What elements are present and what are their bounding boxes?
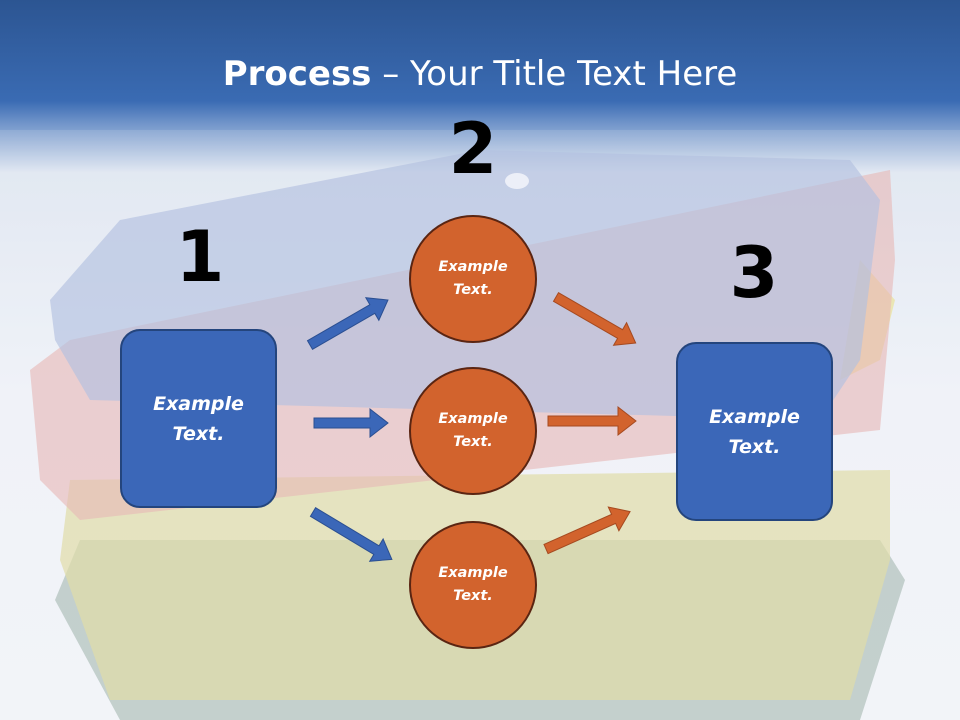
slide-title: Process – Your Title Text Here — [0, 52, 960, 96]
title-rest: – Your Title Text Here — [371, 54, 738, 94]
arrow-bottom-to-right — [543, 506, 631, 555]
circle-bottom: Example Text. — [409, 521, 537, 649]
arrow-mid-to-right — [547, 405, 637, 437]
arrow-left-to-top — [306, 297, 389, 351]
step-number-2: 2 — [448, 108, 498, 190]
circle-bottom-label: Example Text. — [438, 565, 508, 604]
right-box-label: Example Text. — [709, 405, 800, 458]
arrow-left-to-bottom — [309, 507, 393, 562]
arrow-left-to-mid — [313, 407, 389, 439]
circle-top-label: Example Text. — [438, 259, 508, 298]
step-number-3: 3 — [729, 232, 779, 314]
right-box: Example Text. — [676, 342, 833, 521]
title-bold: Process — [222, 54, 372, 94]
step-number-1: 1 — [175, 216, 225, 298]
arrow-top-to-right — [552, 291, 637, 346]
left-box: Example Text. — [120, 329, 277, 508]
circle-middle: Example Text. — [409, 367, 537, 495]
left-box-label: Example Text. — [153, 392, 244, 445]
circle-top: Example Text. — [409, 215, 537, 343]
circle-middle-label: Example Text. — [438, 411, 508, 450]
